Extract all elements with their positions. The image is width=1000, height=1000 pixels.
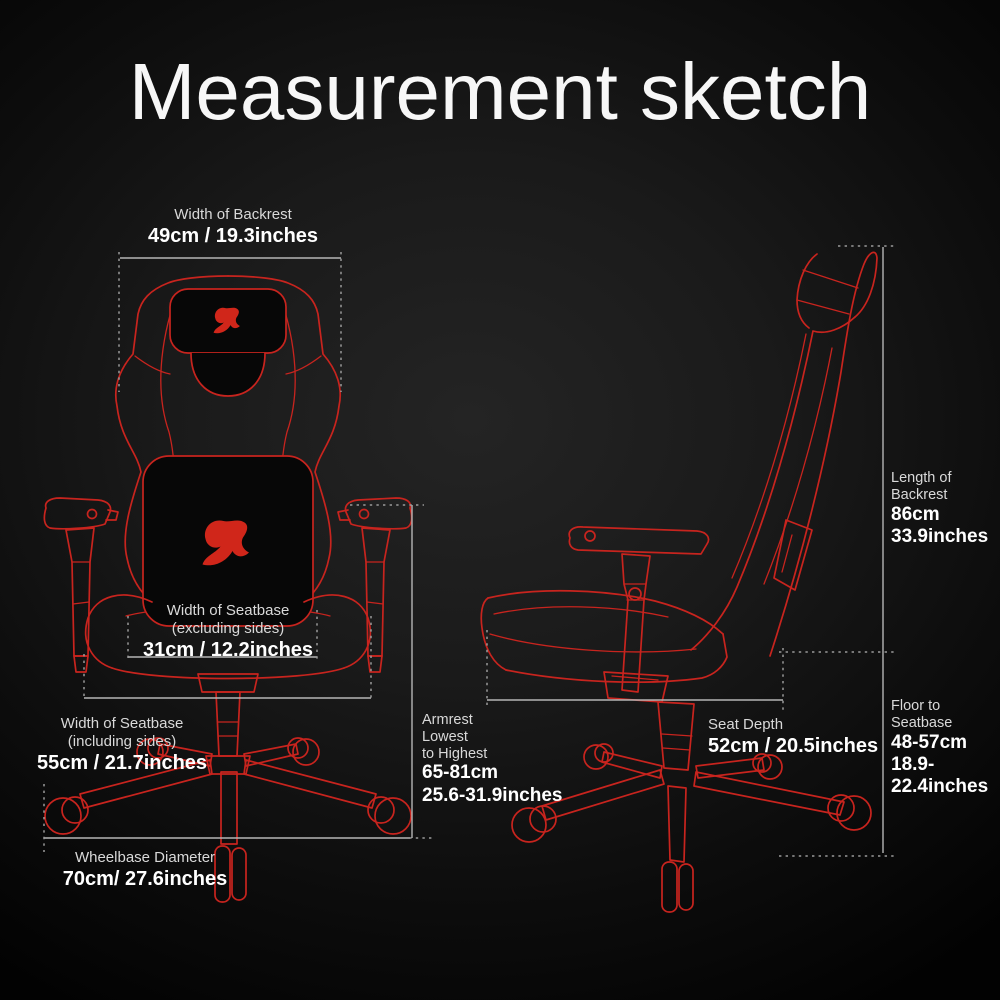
caster-wheel: [214, 845, 231, 903]
annotation-label: Floor to: [891, 698, 941, 714]
seat-mechanism: [197, 673, 259, 693]
annotation-value: 86cm: [891, 503, 940, 525]
backrest-outline: [769, 251, 878, 657]
annotation-value: 52cm / 20.5inches: [708, 735, 879, 757]
caster-wheel: [836, 795, 872, 831]
seat-side: [480, 589, 728, 683]
gas-lift: [657, 701, 695, 771]
base-leg: [220, 771, 238, 845]
base-leg: [157, 743, 213, 767]
caster-wheel: [147, 737, 169, 759]
caster-wheel: [661, 861, 678, 913]
base-leg: [79, 759, 213, 809]
armrest-right: [337, 497, 413, 673]
annotation-label: Lowest: [422, 728, 468, 745]
armrest-button: [86, 508, 98, 520]
annotation-label: to Highest: [422, 745, 488, 762]
backrest-outline: [227, 275, 342, 613]
neck-roll: [190, 352, 266, 397]
wheelbase-side: [511, 671, 872, 913]
caster-wheel: [374, 797, 412, 835]
annotation-label: Width of Seatbase: [166, 602, 290, 619]
armrest-button: [584, 530, 596, 542]
annotation-label: Wheelbase Diameter: [74, 849, 216, 866]
annotation-value: 55cm / 21.7inches: [36, 752, 208, 774]
caster-wheel: [136, 738, 164, 766]
page-title: Measurement sketch: [128, 47, 872, 136]
lumbar-adjuster: [773, 519, 813, 591]
armrest-left: [43, 497, 119, 673]
side-chair-line-art: [480, 251, 878, 913]
caster-wheel: [231, 847, 247, 901]
annotation-label: Length of: [891, 470, 952, 486]
caster-wheel: [583, 744, 609, 770]
annotation-value: 33.9inches: [891, 526, 989, 548]
annotation-seat-depth: Seat Depth 52cm / 20.5inches: [708, 716, 878, 758]
armrest-side: [568, 526, 710, 693]
caster-wheel: [367, 796, 395, 824]
annotation-value: 48-57cm: [891, 731, 968, 753]
annotation-length-of-backrest: Length of Backrest 86cm 33.9inches: [891, 470, 988, 548]
base-leg: [693, 771, 845, 816]
seat-front-edge: [111, 667, 345, 680]
annotation-value: 18.9-22.4inches: [891, 754, 989, 798]
caster-wheel: [529, 805, 557, 833]
base-leg: [243, 759, 377, 809]
dimension-lines-dashed: [43, 245, 897, 857]
caster-wheel: [594, 743, 614, 763]
front-chair-line-art: [43, 275, 413, 903]
base-leg: [667, 785, 687, 863]
annotation-label: Width of Backrest: [174, 206, 292, 223]
caster-wheel: [511, 807, 547, 843]
annotation-value: 49cm / 19.3inches: [147, 225, 319, 247]
gas-lift: [215, 691, 241, 757]
base-leg: [695, 757, 765, 779]
base-leg: [243, 743, 299, 767]
annotation-armrest-lowest-to-highest: Armrest Lowest to Highest 65-81cm 25.6-3…: [422, 712, 562, 807]
base-leg: [601, 751, 663, 779]
caster-wheel: [292, 738, 320, 766]
annotation-label: Seat Depth: [708, 716, 784, 733]
annotation-label: Seatbase: [891, 714, 953, 731]
backrest-outline: [114, 275, 229, 613]
backrest-seam: [731, 333, 807, 579]
annotation-floor-to-seatbase: Floor to Seatbase 48-57cm 18.9-22.4inche…: [891, 698, 1000, 799]
annotation-value: 65-81cm: [422, 762, 499, 784]
backrest-seam: [285, 355, 322, 375]
annotation-label: (excluding sides): [171, 620, 285, 637]
annotation-label: (including sides): [67, 733, 177, 750]
armrest-button: [358, 508, 370, 520]
annotation-value: 70cm/ 27.6inches: [62, 868, 228, 890]
backrest-seam: [763, 347, 833, 585]
annotation-label: Width of Seatbase: [60, 715, 184, 732]
caster-wheel: [757, 754, 783, 780]
wheelbase-front: [44, 673, 412, 903]
caster-wheel: [827, 794, 855, 822]
annotation-label: Armrest: [422, 712, 473, 728]
headrest-strap: [796, 269, 859, 315]
annotation-width-of-seatbase-excluding: Width of Seatbase (excluding sides) 31cm…: [143, 602, 313, 662]
caster-wheel: [61, 796, 89, 824]
annotation-value: 31cm / 12.2inches: [142, 639, 314, 661]
headrest-pillow: [796, 253, 818, 329]
armrest-knob: [628, 587, 642, 601]
backrest-outline: [690, 316, 856, 651]
dimension-lines-solid: [44, 247, 884, 853]
caster-wheel: [678, 863, 694, 911]
backrest-seam: [134, 355, 171, 375]
caster-wheel: [752, 753, 772, 773]
caster-wheel: [44, 797, 82, 835]
annotation-width-of-seatbase-including: Width of Seatbase (including sides) 55cm…: [37, 715, 207, 775]
annotation-width-of-backrest: Width of Backrest 49cm / 19.3inches: [148, 206, 318, 248]
annotation-wheelbase-diameter: Wheelbase Diameter 70cm/ 27.6inches: [63, 849, 228, 891]
annotation-label: Backrest: [891, 486, 948, 503]
annotation-value: 25.6-31.9inches: [422, 784, 563, 806]
caster-wheel: [287, 737, 309, 759]
